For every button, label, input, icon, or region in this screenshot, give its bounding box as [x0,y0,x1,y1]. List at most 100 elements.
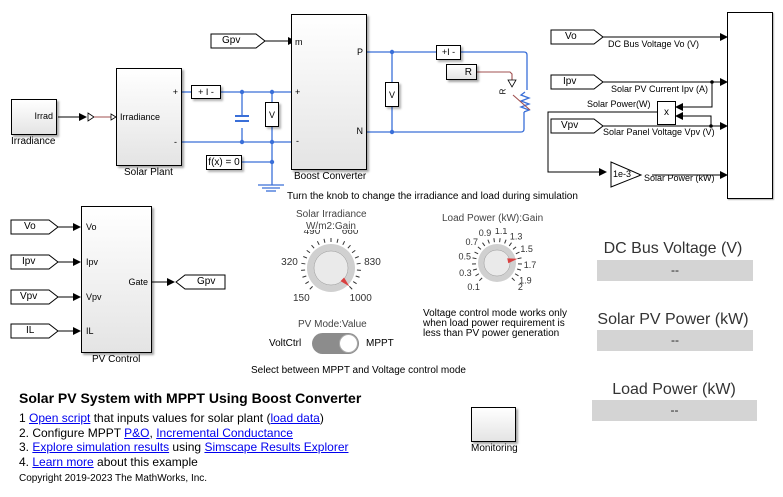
irradiance-source-name: Irradiance [11,136,56,147]
signal-label-panel-voltage: Solar Panel Voltage Vpv (V) [603,127,715,137]
irr-knob-tick [356,262,361,265]
load-knob-tick [504,239,507,244]
variable-resistor-label: R [498,88,508,95]
step-link[interactable]: Explore simulation results [32,440,170,454]
mode-toggle-switch[interactable] [312,333,359,354]
solver-configuration-block[interactable]: f(x) = 0 [206,155,242,170]
mode-select-note: Select between MPPT and Voltage control … [251,365,466,376]
current-sensor-input-block[interactable]: + I - [191,85,221,99]
voltage-sensor-output-block[interactable]: V [385,82,399,107]
mode-switch-right-label: MPPT [366,338,394,349]
step-item: 4. Learn more about this example [19,455,349,470]
irr-knob-tick-label: 830 [364,257,381,268]
voltage-sensor-label: V [268,110,275,120]
dc-bus-voltage-display-label: DC Bus Voltage (V) [603,240,743,257]
ipv-from-tag-right[interactable]: Ipv [563,76,577,87]
solar-plant-irradiance-port: Irradiance [120,112,161,122]
signal-label-dc-bus: DC Bus Voltage Vo (V) [608,39,700,49]
mode-toggle-thumb[interactable] [339,334,358,353]
knob-instruction-text: Turn the knob to change the irradiance a… [287,191,578,202]
step-text: using [169,440,205,454]
pv-control-block[interactable]: Vo Ipv Vpv IL Gate [81,206,152,353]
load-knob-tick [511,277,516,282]
load-power-display: -- [592,400,757,421]
load-knob-tick [487,239,490,244]
product-block[interactable]: x [657,101,676,125]
solar-plant-block[interactable]: Irradiance + - [116,68,182,166]
step-number: 3. [19,440,33,454]
irr-knob-tick [354,256,359,259]
current-sensor-label: + I - [198,87,214,97]
vpv-from-tag-right[interactable]: Vpv [561,120,579,131]
irr-knob-tick-label: 660 [342,230,359,237]
load-knob-tick-label: 1.5 [520,244,533,254]
vpv-from-tag-left[interactable]: Vpv [20,291,38,302]
resistance-constant-label: R [464,67,472,78]
vo-from-tag-right[interactable]: Vo [565,31,577,42]
irr-knob-tick-label: 320 [281,257,298,268]
current-sensor-output-block[interactable]: +I - [436,45,461,60]
irr-knob-tick [305,281,310,285]
irr-knob-tick [352,281,357,285]
step-text: Configure MPPT [32,425,125,440]
voltage-sensor-input-block[interactable]: V [265,102,279,127]
step-link[interactable]: load data [270,411,320,425]
copyright-text: Copyright 2019-2023 The MathWorks, Inc. [19,473,208,484]
signal-branch-dots [709,80,714,128]
il-from-tag-left[interactable]: IL [26,325,35,336]
step-text: that inputs values for solar plant ( [90,411,271,425]
step-link[interactable]: Learn more [32,454,94,469]
physical-wires-dc-output [367,51,531,133]
load-knob-tick-label: 0.9 [479,228,492,238]
ipv-from-tag-left[interactable]: Ipv [22,256,36,267]
load-knob-tick [512,246,517,250]
irr-knob-tick-label: 1000 [350,293,373,304]
step-link[interactable]: P&O [124,425,150,440]
gpv-goto-tag[interactable]: Gpv [197,276,216,287]
vo-from-tag-left[interactable]: Vo [24,221,36,232]
irr-knob-tick [316,241,320,246]
step-number: 4. [19,454,33,469]
solar-pv-power-display-label: Solar PV Power (kW) [597,311,749,328]
irradiance-source-block[interactable]: Irrad [11,99,57,135]
step-number: 2. [19,425,33,440]
pv-control-port-gate: Gate [128,277,148,287]
boost-p-port: P [356,47,363,57]
pv-control-port-vpv: Vpv [86,292,102,302]
pv-control-port-ipv: Ipv [86,257,99,267]
product-label: x [664,107,669,118]
pv-control-port-vo: Vo [86,222,97,232]
load-knob-tick [477,246,482,250]
monitoring-block[interactable] [471,407,516,442]
resistance-constant-block[interactable]: R [446,64,477,80]
gain-block-label[interactable]: 1e-3 [613,169,632,179]
voltage-note-line-2: when load power requirement is [423,318,565,329]
step-link[interactable]: Open script [29,411,91,425]
solar-plant-plus-port: + [172,87,178,97]
irr-knob-tick [336,238,339,243]
irradiance-knob-needle [340,277,350,287]
voltage-sensor-2-label: V [388,90,395,100]
mode-switch-left-label: VoltCtrl [269,338,302,349]
load-knob-tick [475,273,480,277]
gpv-from-tag[interactable]: Gpv [222,35,241,46]
step-number: 1 [19,411,30,425]
load-knob-tick [474,251,479,255]
step-link[interactable]: Simscape Results Explorer [204,440,349,454]
boost-converter-block[interactable]: m + - P N [291,14,367,170]
load-knob-tick [472,257,477,260]
load-knob-needle [507,258,518,264]
solar-plant-minus-port: - [174,137,177,147]
signal-label-pv-current: Solar PV Current Ipv (A) [611,84,709,94]
boost-m-port: m [295,37,303,47]
irr-knob-tick [342,241,346,246]
irr-knob-tick [351,249,356,254]
scope-block[interactable] [727,12,773,199]
step-link[interactable]: Incremental Conductance [156,425,293,440]
signal-label-solar-power-kw: Solar Power (kW) [644,173,715,183]
irrad-port-label: Irrad [34,111,53,121]
irradiance-knob-title: Solar Irradiance [296,209,367,220]
pv-control-name: PV Control [92,354,141,365]
